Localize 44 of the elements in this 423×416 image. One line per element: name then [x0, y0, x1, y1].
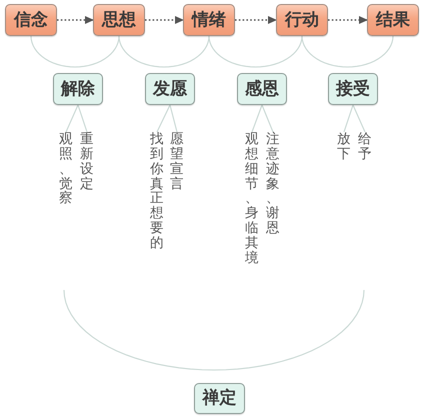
step-box	[5, 4, 57, 36]
step-box	[367, 4, 419, 36]
vertical-text: 放下	[337, 132, 351, 162]
connector-line	[77, 104, 88, 132]
box-label: 思想	[102, 10, 136, 30]
vertical-text: 观照、觉察	[59, 132, 73, 206]
box-label: 接受	[336, 78, 370, 100]
practice-box	[237, 73, 287, 105]
practice-box	[53, 73, 103, 105]
vertical-text: 找到你真正想要的	[150, 132, 164, 251]
connector-line	[251, 104, 263, 132]
box-label: 禅定	[202, 388, 236, 409]
connector-line	[262, 104, 274, 132]
vertical-text: 观想细节、身临其境	[245, 132, 259, 266]
dotted-arrow	[235, 16, 277, 24]
dotted-arrow	[145, 16, 184, 24]
box-label: 结果	[376, 10, 410, 30]
connector-line	[66, 104, 78, 132]
connector-line	[156, 104, 170, 132]
vertical-text: 注意迹象、谢恩	[266, 132, 280, 236]
box-label: 感恩	[245, 78, 279, 100]
arc-connector	[208, 36, 303, 68]
vertical-text: 重新设定	[80, 132, 94, 192]
step-box	[183, 4, 235, 36]
dotted-arrow	[328, 16, 368, 24]
box-label: 行动	[285, 10, 319, 30]
step-box	[276, 4, 328, 36]
base-box	[194, 383, 245, 414]
practice-box	[328, 73, 378, 105]
connector-line	[352, 104, 366, 132]
arc-connector	[118, 36, 210, 68]
connector-line	[343, 104, 354, 132]
vertical-text: 给予	[358, 132, 372, 162]
arc-connector	[301, 36, 394, 68]
dotted-arrow	[57, 16, 94, 24]
step-box	[93, 4, 145, 36]
connector-line	[169, 104, 178, 132]
box-label: 发愿	[153, 78, 187, 100]
vertical-text: 愿望宣言	[170, 132, 184, 192]
box-label: 解除	[61, 78, 95, 100]
practice-box	[145, 73, 195, 105]
box-label: 信念	[14, 10, 48, 30]
arc-connector	[30, 36, 120, 68]
box-label: 情绪	[192, 10, 226, 30]
